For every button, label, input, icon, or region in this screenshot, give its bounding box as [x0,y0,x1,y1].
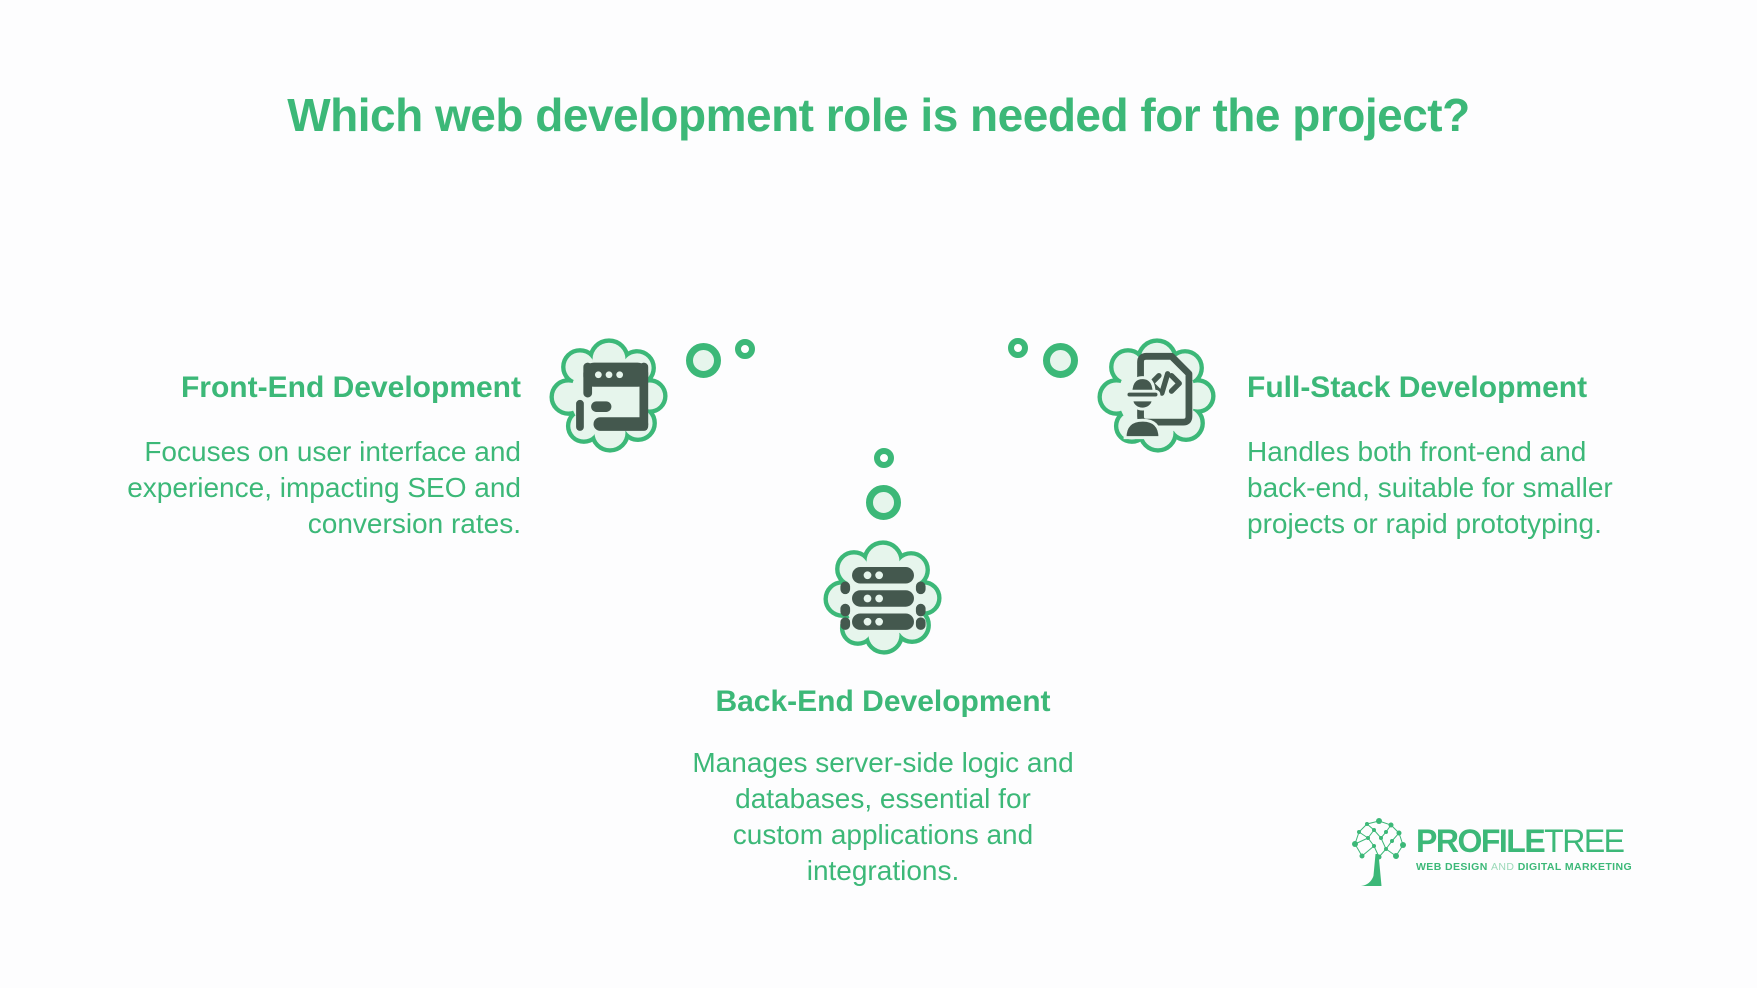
description-line: experience, impacting SEO and [127,472,521,503]
browser-click-icon [576,362,649,431]
thought-bubble-small [1008,338,1028,358]
front-end-description: Focuses on user interface and experience… [61,434,521,542]
logo-name-primary: PROFILE [1416,823,1546,859]
thought-bubble-medium [1043,343,1078,378]
description-line: back-end, suitable for smaller [1247,472,1613,503]
engineer-code-document-icon [1123,352,1193,440]
logo-text: PROFILETREE WEB DESIGN AND DIGITAL MARKE… [1416,816,1632,873]
description-line: custom applications and [732,819,1034,850]
description-line: Manages server-side logic and [692,747,1074,778]
description-line: projects or rapid prototyping. [1247,508,1602,539]
network-tree-icon [1352,818,1406,886]
logo-wordmark: PROFILETREE [1416,824,1632,858]
front-end-thought-cloud [549,338,668,453]
thought-bubble-small [874,448,894,468]
back-end-thought-cloud [823,540,942,655]
logo-name-secondary: TREE [1544,823,1625,859]
profiletree-logo: PROFILETREE WEB DESIGN AND DIGITAL MARKE… [1350,816,1632,888]
tagline-tail: DIGITAL MARKETING [1517,861,1633,873]
full-stack-description: Handles both front-end and back-end, sui… [1247,434,1707,542]
server-stack-icon [840,567,926,630]
back-end-description: Manages server-side logic and databases,… [663,745,1103,889]
logo-tagline: WEB DESIGN AND DIGITAL MARKETING [1416,861,1632,873]
description-line: Focuses on user interface and [144,436,521,467]
full-stack-heading: Full-Stack Development [1247,371,1588,404]
thought-bubble-small [735,339,755,359]
thought-bubble-medium [686,343,721,378]
description-line: conversion rates. [307,508,521,539]
tagline-connector: AND [1491,861,1515,873]
tagline-lead: WEB DESIGN [1416,861,1488,873]
thought-bubble-medium [866,485,901,520]
page-title: Which web development role is needed for… [287,89,1470,141]
description-line: integrations. [806,855,960,886]
back-end-heading: Back-End Development [715,685,1051,718]
description-line: Handles both front-end and [1247,436,1587,467]
full-stack-thought-cloud [1097,338,1216,453]
description-line: databases, essential for [735,783,1031,814]
front-end-heading: Front-End Development [180,371,521,404]
